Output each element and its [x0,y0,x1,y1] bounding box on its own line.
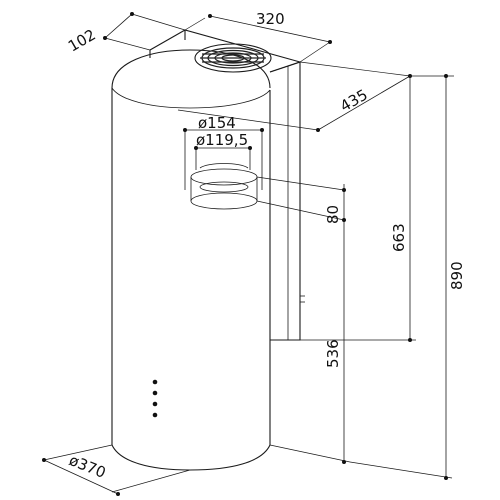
dimension-lower-height [269,225,351,464]
dimension-depth-top [103,12,186,51]
top-grill [194,43,272,73]
control-buttons [152,379,158,418]
label-outlet-outer-diameter: ø154 [198,114,236,132]
dimension-body-diameter [42,444,191,496]
label-bracket-height: 663 [390,223,408,252]
label-outlet-height: 80 [324,205,342,224]
label-body-diameter: ø370 [67,451,109,482]
label-outlet-inner-diameter: ø119,5 [196,131,248,149]
label-width-top: 320 [256,10,285,28]
dimension-bracket-depth [177,61,412,132]
dimension-outlet-diameters [183,128,264,150]
dimension-width-top [184,14,332,63]
label-bracket-depth: 435 [337,86,371,116]
label-lower-height: 536 [324,339,342,368]
dimension-outlet-height [256,176,346,225]
hood-body [111,49,271,471]
label-depth-top: 102 [65,26,99,56]
dimension-total-height [349,74,454,480]
label-total-height: 890 [448,261,466,290]
dimension-bracket-height [300,76,416,342]
wall-bracket [269,61,305,341]
